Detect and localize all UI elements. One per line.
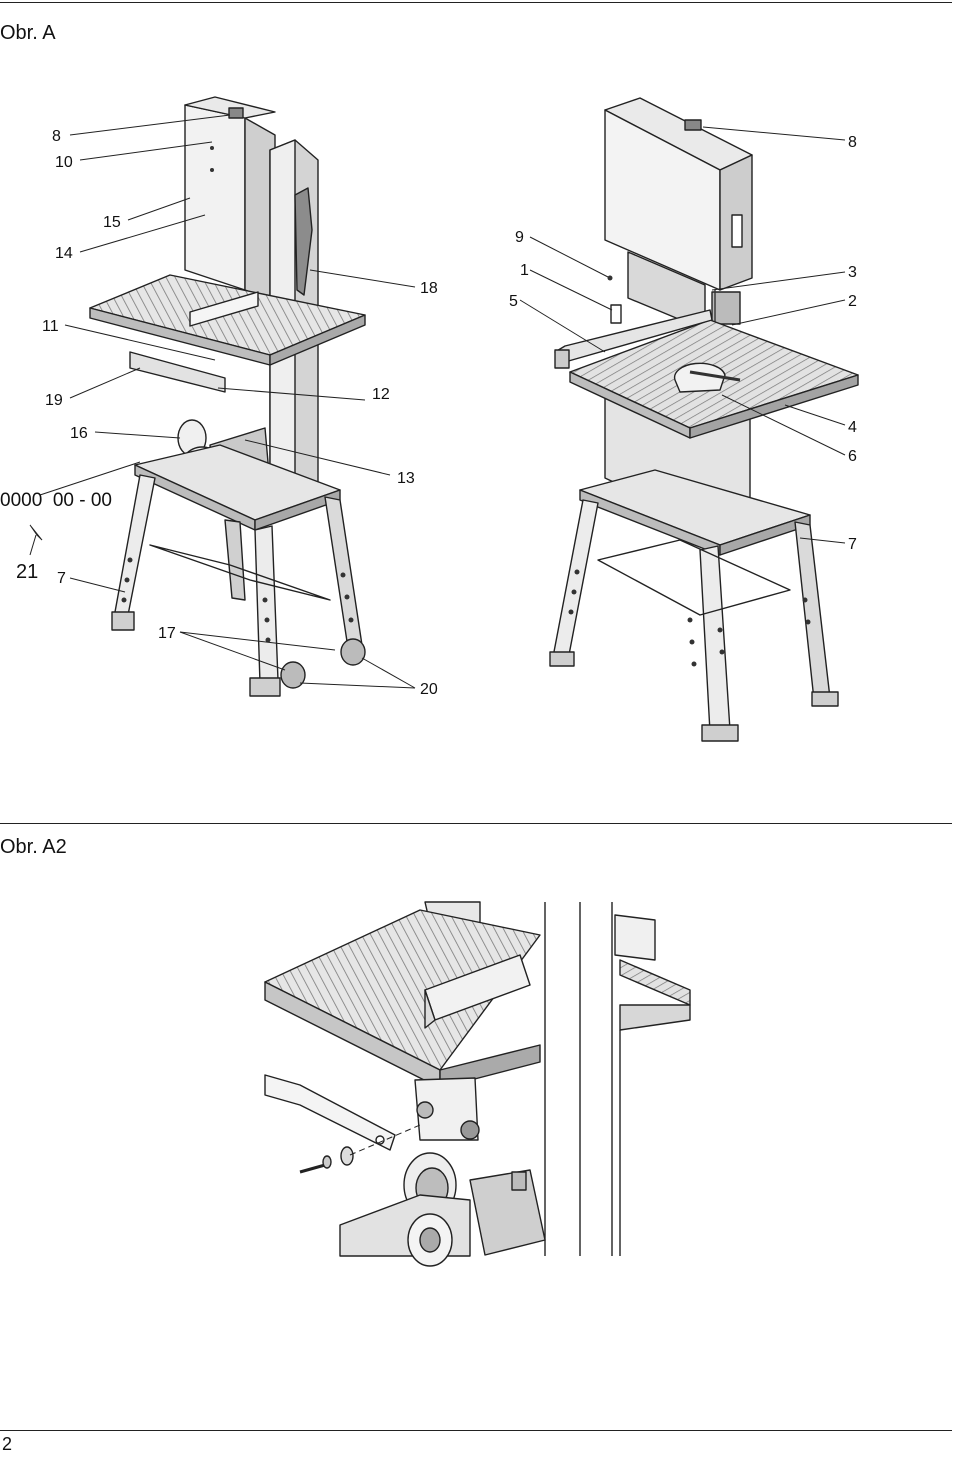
- callout-7-right: 7: [848, 536, 857, 553]
- left-band-saw: [89, 96, 366, 697]
- callout-12: 12: [372, 386, 390, 403]
- callouts-right: 9 1 5 8 3 2 4 6 7: [509, 134, 857, 553]
- page-number: 2: [2, 1434, 13, 1454]
- figure-a2-detail: [264, 901, 691, 1267]
- bottom-rule: [0, 1430, 952, 1431]
- callout-13: 13: [397, 470, 415, 487]
- callouts-left: 8 10 15 14 11 19 16 18 12 13 7 17 20 000…: [0, 128, 438, 698]
- figure-a-title: Obr. A: [0, 22, 56, 44]
- callout-11: 11: [42, 318, 59, 335]
- callout-6: 6: [848, 448, 857, 465]
- leader-lines-left: [29, 114, 416, 689]
- callout-1: 1: [520, 262, 529, 279]
- callout-8-right: 8: [848, 134, 857, 151]
- callout-4: 4: [848, 419, 857, 436]
- callout-21: 21: [16, 561, 38, 583]
- leader-lines-right: [519, 126, 846, 544]
- top-rule: [0, 2, 952, 3]
- callout-18: 18: [420, 280, 438, 297]
- callout-2: 2: [848, 293, 857, 310]
- callout-5: 5: [509, 293, 518, 310]
- callout-8-left: 8: [52, 128, 61, 145]
- callout-9: 9: [515, 229, 524, 246]
- serial-number: 0000 00 - 00: [0, 490, 112, 511]
- callout-19: 19: [45, 392, 63, 409]
- callout-7-left: 7: [57, 570, 66, 587]
- callout-15: 15: [103, 214, 121, 231]
- callout-17: 17: [158, 625, 176, 642]
- callout-20: 20: [420, 681, 438, 698]
- callout-14: 14: [55, 245, 73, 262]
- callout-10: 10: [55, 154, 73, 171]
- figure-a2-title: Obr. A2: [0, 836, 67, 858]
- right-band-saw: [549, 97, 859, 742]
- callout-3: 3: [848, 264, 857, 281]
- callout-16: 16: [70, 425, 88, 442]
- middle-rule: [0, 823, 952, 824]
